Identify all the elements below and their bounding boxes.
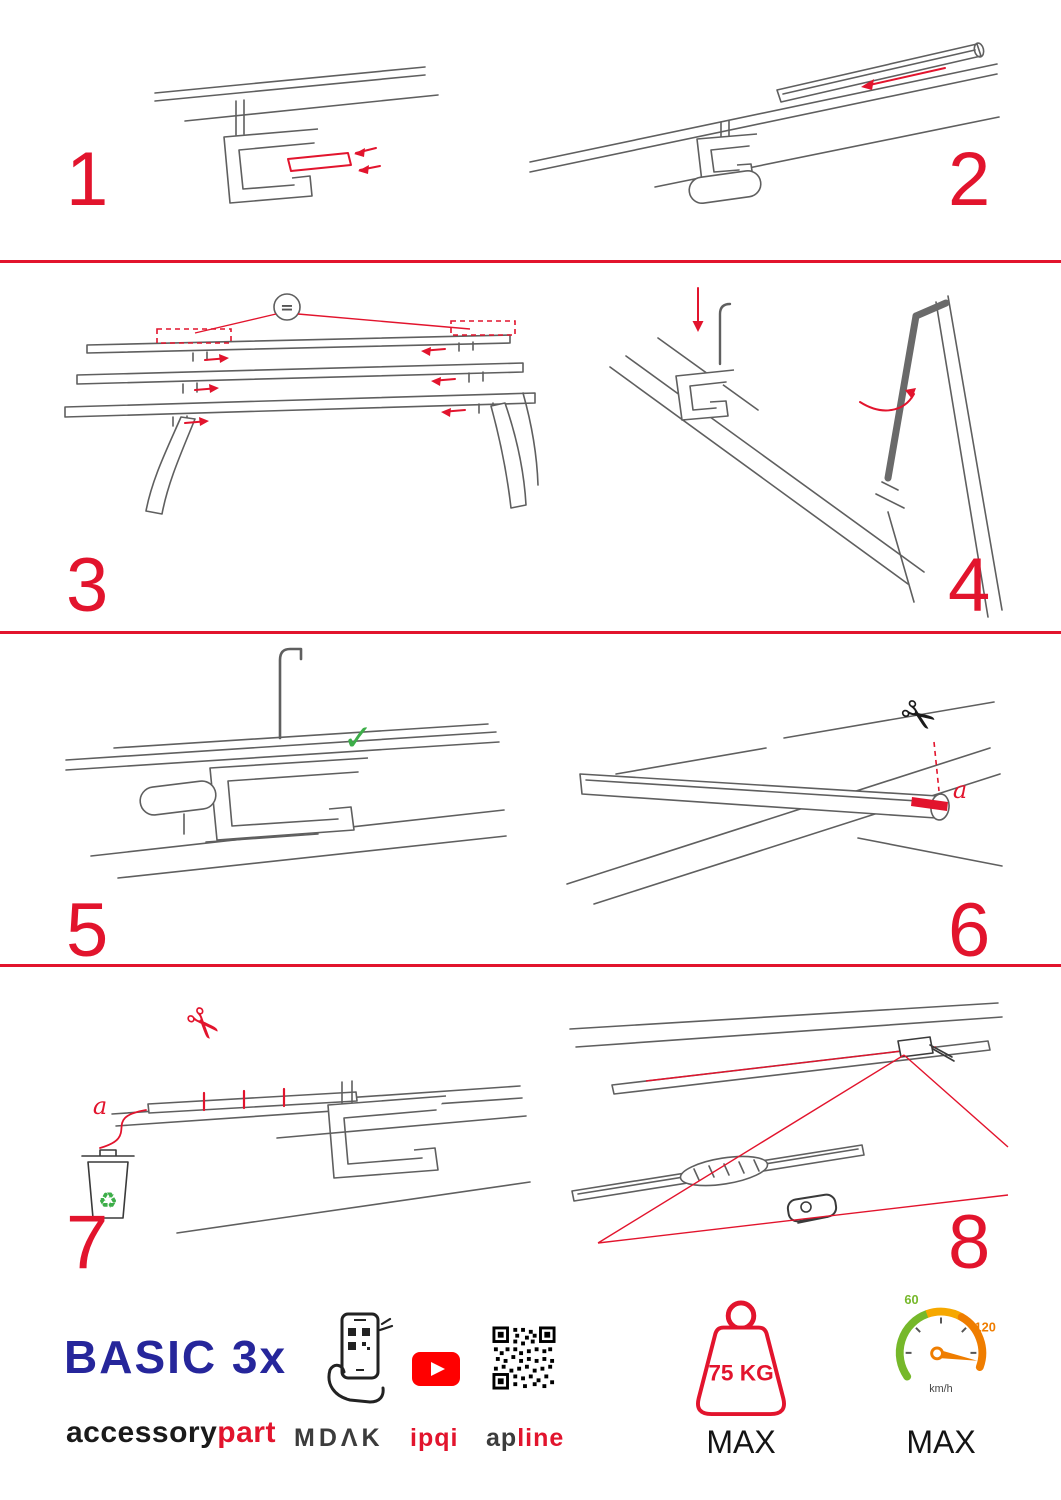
step-7-illustration: ✂ a ♻ <box>42 986 537 1246</box>
step-3-number: 3 <box>66 543 109 628</box>
step-3-illustration: = <box>55 283 545 543</box>
arrow-down-icon <box>692 321 704 332</box>
section-divider <box>0 631 1061 634</box>
section-divider <box>0 260 1061 263</box>
trash-bin-icon <box>87 1161 129 1219</box>
step-4-illustration <box>598 272 1013 627</box>
partner-apline-right: line <box>517 1424 565 1452</box>
recycle-icon: ♻ <box>98 1189 118 1214</box>
dimension-box-left <box>156 328 232 344</box>
phone-qr-icon <box>316 1310 400 1411</box>
equal-sign: = <box>280 298 293 317</box>
rubber-strip <box>147 1091 358 1114</box>
step-2-illustration <box>525 22 1005 232</box>
step-1-illustration <box>140 45 440 250</box>
t-knob <box>786 1193 838 1223</box>
brand-name-right: part <box>217 1416 276 1449</box>
label-a: a <box>93 1092 107 1120</box>
brand-name-left: accessory <box>66 1416 218 1449</box>
partner-mdak: MDΛK <box>294 1424 384 1452</box>
arrow-left-icon <box>354 148 365 157</box>
rubber-strip-end <box>911 797 948 811</box>
speedometer-icon: 60 120 km/h <box>882 1292 1000 1409</box>
step-8-number: 8 <box>948 1200 991 1285</box>
dimension-box-right <box>450 320 516 336</box>
product-name: BASIC 3x <box>64 1331 288 1383</box>
section-divider <box>0 964 1061 967</box>
rotate-arrow-icon <box>905 388 916 399</box>
speed-max-value-label: 120 <box>975 1319 996 1334</box>
label-a: a <box>953 776 967 804</box>
step-2-number: 2 <box>948 137 991 222</box>
step-6-number: 6 <box>948 888 991 973</box>
youtube-icon <box>412 1352 460 1391</box>
red-insert-plate <box>287 152 352 172</box>
brand-name: accessorypart <box>66 1416 276 1450</box>
weight-icon: 75 KG <box>682 1296 800 1429</box>
qr-code-icon <box>492 1326 556 1395</box>
step-1-number: 1 <box>66 137 109 222</box>
gauge-needle <box>936 1348 978 1361</box>
allen-key-icon <box>884 312 920 482</box>
strap-clamp <box>897 1036 934 1058</box>
speed-max-label: MAX <box>906 1424 976 1460</box>
scissors-icon: ✂ <box>890 686 947 746</box>
step-4-number: 4 <box>948 543 991 628</box>
partner-apline-left: ap <box>486 1424 518 1452</box>
step-7-number: 7 <box>66 1200 109 1285</box>
step-6-illustration: ✂ a <box>552 676 1007 921</box>
partner-apline: apline <box>486 1424 564 1453</box>
arrow-left-icon <box>358 165 369 174</box>
step-5-number: 5 <box>66 888 109 973</box>
speed-unit-label: km/h <box>929 1383 952 1395</box>
arrow-left-icon <box>861 79 874 90</box>
speed-min-label: 60 <box>904 1292 918 1307</box>
weight-value: 75 KG <box>708 1361 773 1386</box>
scissors-icon: ✂ <box>173 995 233 1054</box>
step-8-illustration <box>556 983 1016 1303</box>
check-icon: ✓ <box>343 718 373 759</box>
weight-max-label: MAX <box>706 1424 776 1460</box>
partner-ipqi: ipqi <box>410 1424 459 1452</box>
step-5-illustration: ✓ <box>56 638 511 913</box>
